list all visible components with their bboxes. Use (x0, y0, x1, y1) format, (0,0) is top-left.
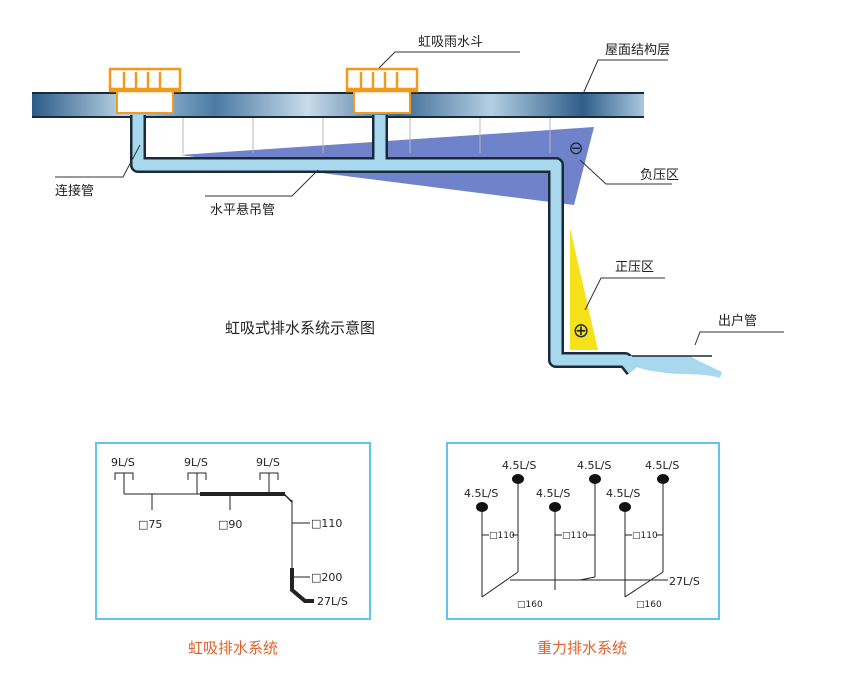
siphon-caption: 虹吸排水系统 (188, 639, 278, 657)
gravity-size-110-3: □110 (632, 531, 658, 541)
gravity-total-flow: 27L/S (669, 575, 700, 588)
label-horizontal-pipe: 水平悬吊管 (210, 203, 275, 218)
main-title: 虹吸式排水系统示意图 (225, 319, 375, 337)
leader-lines (55, 51, 784, 346)
label-siphon-funnel: 虹吸雨水斗 (418, 35, 483, 50)
siphon-size-200: □200 (311, 571, 342, 584)
gravity-size-110-2: □110 (562, 531, 588, 541)
gravity-size-110-1: □110 (489, 531, 515, 541)
siphon-size-75: □75 (138, 518, 162, 531)
gravity-drain-heads (476, 474, 669, 512)
label-connector-pipe: 连接管 (55, 183, 94, 199)
pipe-network (130, 115, 640, 375)
siphon-funnel-left (108, 67, 182, 114)
gravity-size-160-1: □160 (517, 600, 543, 610)
gravity-flow-upper-2: 4.5L/S (577, 459, 611, 472)
gravity-flow-lower-1: 4.5L/S (464, 487, 498, 500)
siphon-flow-3: 9L/S (256, 456, 280, 469)
siphon-panel: 9L/S 9L/S 9L/S □75 □90 □110 □200 27L/S (95, 442, 371, 620)
gravity-size-160-2: □160 (636, 600, 662, 610)
siphon-size-110: □110 (311, 517, 342, 530)
gravity-flow-lower-2: 4.5L/S (536, 487, 570, 500)
hanger-rods (182, 118, 551, 153)
gravity-caption: 重力排水系统 (537, 639, 627, 657)
label-negative-zone: 负压区 (640, 168, 679, 183)
gravity-flow-upper-1: 4.5L/S (502, 459, 536, 472)
siphon-funnel-right (345, 67, 419, 114)
label-outlet-pipe: 出户管 (718, 313, 757, 329)
gravity-flow-upper-3: 4.5L/S (645, 459, 679, 472)
gravity-panel: 4.5L/S 4.5L/S 4.5L/S 4.5L/S 4.5L/S 4.5L/… (446, 442, 720, 620)
negative-symbol: ⊖ (568, 138, 583, 159)
siphon-total-flow: 27L/S (317, 595, 348, 608)
positive-pressure-zone (570, 228, 598, 350)
siphon-flow-2: 9L/S (184, 456, 208, 469)
siphon-flow-1: 9L/S (111, 456, 135, 469)
label-roof-structure: 屋面结构层 (605, 43, 670, 58)
positive-symbol: ⊕ (573, 318, 590, 342)
label-positive-zone: 正压区 (615, 260, 654, 275)
outlet-water (600, 356, 722, 378)
gravity-flow-lower-3: 4.5L/S (606, 487, 640, 500)
siphon-size-90: □90 (218, 518, 242, 531)
